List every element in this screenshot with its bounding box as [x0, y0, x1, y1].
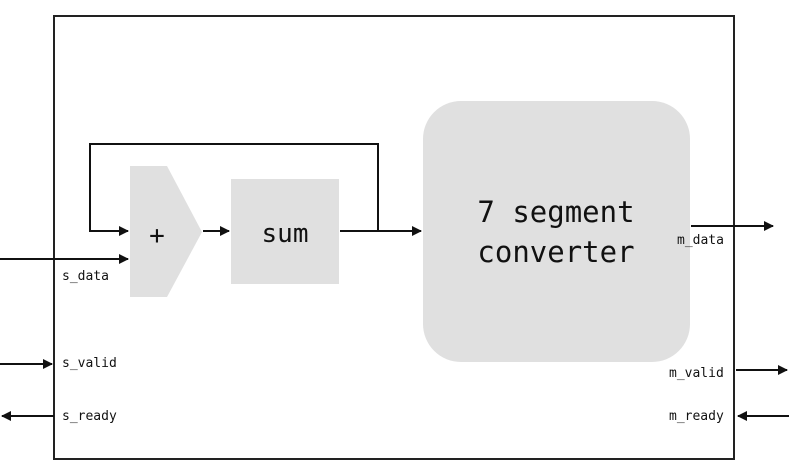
converter-label-line2: converter [477, 235, 634, 269]
sum-block [231, 179, 339, 284]
s-data-label: s_data [62, 269, 109, 284]
s-valid-label: s_valid [62, 356, 117, 371]
converter-label-line1: 7 segment [477, 195, 634, 229]
m-data-label: m_data [677, 233, 724, 248]
converter-block [423, 101, 690, 362]
sum-label: sum [262, 219, 309, 249]
m-ready-label: m_ready [669, 409, 724, 424]
m-valid-label: m_valid [669, 366, 724, 381]
module-boundary [53, 15, 735, 460]
adder-label: + [149, 221, 165, 251]
adder-block [130, 166, 202, 297]
s-ready-label: s_ready [62, 409, 117, 424]
